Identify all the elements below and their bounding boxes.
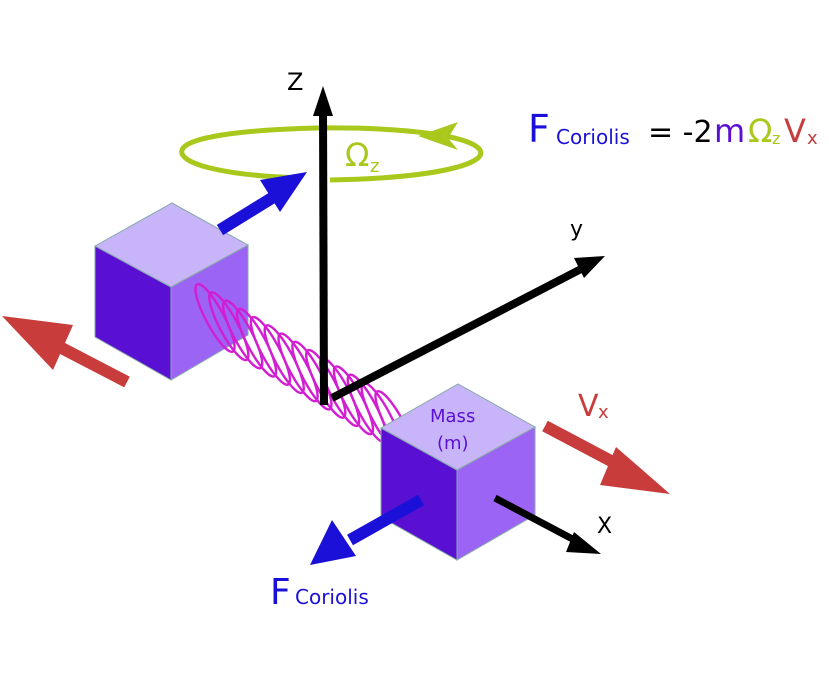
spring-coil [235, 307, 278, 378]
spring-coil [221, 299, 264, 370]
force-sub: Coriolis [295, 585, 369, 609]
z-axis-label: Z [287, 68, 303, 96]
spring-coil [291, 340, 333, 411]
mass-label-line2: (m) [437, 433, 469, 454]
omega-rotation-arrow [179, 122, 484, 183]
equation-v: V [784, 112, 806, 150]
right-mass-cube [379, 383, 537, 561]
omega-label: Ω z [345, 136, 379, 177]
spring-coil [263, 324, 305, 395]
spring-coil [305, 348, 347, 419]
omega-symbol: Ω [345, 136, 369, 174]
y-axis-label: y [570, 217, 583, 242]
equation-eq: = -2 [648, 115, 713, 150]
equation-m: m [714, 112, 745, 150]
velocity-main: V [578, 389, 599, 424]
velocity-arrow [542, 420, 670, 494]
coriolis-force-arrow [310, 494, 424, 565]
left-mass-cube [93, 202, 250, 381]
coriolis-force-label: F Coriolis [270, 572, 369, 613]
equation-omega: Ω [748, 112, 772, 150]
x-axis [493, 494, 601, 554]
left-velocity-arrow [2, 316, 130, 388]
y-axis [330, 256, 605, 402]
equation-v-sub: x [807, 128, 818, 149]
force-main: F [270, 572, 291, 613]
spring-coil [277, 332, 319, 403]
x-axis-label: X [597, 514, 612, 539]
equation-f-sub: Coriolis [556, 125, 630, 149]
equation-omega-sub: z [772, 129, 780, 148]
spring-coil [332, 365, 375, 436]
velocity-sub: x [598, 402, 609, 423]
coriolis-equation: F Coriolis = -2 m Ω z V x [528, 107, 818, 151]
mass-label-line1: Mass [430, 406, 475, 427]
spring-coil [208, 291, 250, 362]
z-axis [313, 86, 333, 406]
velocity-label: V x [578, 389, 609, 424]
omega-subscript: z [370, 156, 379, 177]
spring-coil [249, 315, 292, 386]
equation-f: F [528, 107, 550, 151]
spring-coil [194, 282, 236, 354]
left-coriolis-arrow [216, 172, 307, 236]
